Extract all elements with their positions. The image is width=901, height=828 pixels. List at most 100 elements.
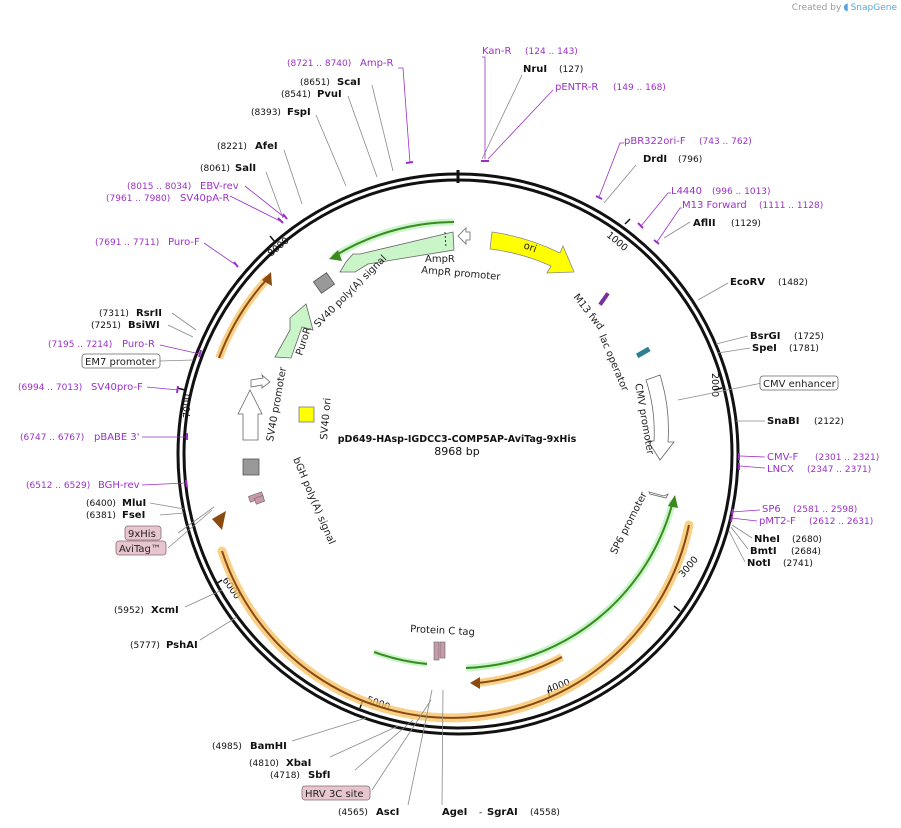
lac-operator-box: [635, 346, 651, 359]
site-xcmi-pos: (5952): [114, 606, 144, 616]
feature-label-bgh: bGH poly(A) signal: [290, 456, 337, 546]
site-snabi: SnaBI: [767, 416, 799, 427]
primer-amp-r-range: (8721 .. 8740): [287, 59, 351, 69]
primer-bgh-rev-range: (6512 .. 6529): [26, 481, 90, 491]
site-drdi-pos: (796): [678, 155, 702, 165]
primer-l4440-range: (996 .. 1013): [712, 187, 771, 197]
primer-kan-r: Kan-R: [482, 46, 511, 57]
em7-promoter-arrow: [250, 373, 271, 389]
cmv-promoter-arrow: [645, 374, 675, 461]
ori-arrow: [489, 231, 575, 274]
ampr-promoter-arrow: [457, 227, 471, 245]
site-pvui: PvuI: [317, 89, 342, 100]
primer-sv40pa-r: SV40pA-R: [180, 193, 229, 204]
site-nrui-pos: (127): [559, 65, 583, 75]
sp6-promoter-arrow: [648, 491, 669, 499]
feature-label-ampr-promoter: AmpR promoter: [421, 265, 502, 283]
site-asci: AscI: [376, 807, 399, 818]
site-fspi: FspI: [287, 107, 311, 118]
his-tag-label: 9xHis: [128, 529, 156, 540]
cmv-enhancer-label: CMV enhancer: [763, 379, 837, 390]
primer-puro-f: Puro-F: [168, 237, 200, 248]
m13-fwd-box: [598, 292, 610, 306]
primer-pbabe-3: pBABE 3': [94, 432, 140, 443]
primer-pbr322ori-f: pBR322ori-F: [624, 136, 686, 147]
site-bmti: BmtI: [750, 546, 777, 557]
site-ecorv-pos: (1482): [778, 278, 808, 288]
primer-puro-r: Puro-R: [122, 339, 155, 350]
site-bamhi: BamHI: [250, 741, 287, 752]
site-leaders: [149, 74, 765, 806]
ampr-arrow: [339, 231, 455, 273]
site-asci-pos: (4565): [338, 808, 368, 818]
primer-puro-f-range: (7691 .. 7711): [95, 238, 159, 248]
plasmid-name: pD649-HAsp-IGDCC3-COMP5AP-AviTag-9xHis: [338, 434, 577, 445]
primer-pmt2-f: pMT2-F: [759, 516, 796, 527]
site-rsrii-pos: (7311): [99, 309, 129, 319]
site-afei-pos: (8221): [217, 142, 247, 152]
site-rsrii: RsrII: [136, 308, 162, 319]
snapgene-credit: Created by ◖ SnapGene: [792, 2, 897, 13]
primer-bgh-rev: BGH-rev: [98, 480, 140, 491]
primer-pmt2-f-range: (2612 .. 2631): [809, 517, 873, 527]
primer-pentr-r: pENTR-R: [555, 82, 598, 93]
site-agei-dash: -: [479, 808, 482, 818]
site-scai-pos: (8651): [300, 78, 330, 88]
hrv-3c-site-label: HRV 3C site: [305, 789, 364, 800]
feature-label-ori: ori: [522, 240, 538, 255]
feature-label-sv40-promoter: SV40 promoter: [265, 365, 289, 442]
orange-features: [212, 272, 694, 723]
primer-sv40pro-f-range: (6994 .. 7013): [18, 383, 82, 393]
primer-sv40pro-f: SV40pro-F: [91, 382, 143, 393]
primer-sv40pa-r-range: (7961 .. 7980): [106, 194, 170, 204]
site-noti-pos: (2741): [783, 559, 813, 569]
credit-brand: SnapGene: [850, 2, 897, 13]
tick-label-2000: 2000: [709, 373, 720, 397]
site-spei-pos: (1781): [789, 344, 819, 354]
credit-prefix: Created by: [791, 2, 842, 13]
site-mlui: MluI: [122, 498, 146, 509]
site-nrui: NruI: [523, 64, 547, 75]
em7-promoter-label: EM7 promoter: [85, 357, 157, 368]
protein-c-box-2: [439, 641, 446, 659]
site-aflii-pos: (1129): [731, 219, 761, 229]
primer-ebv-rev-range: (8015 .. 8034): [127, 182, 191, 192]
primer-lncx: LNCX: [767, 464, 794, 475]
site-xcmi: XcmI: [151, 605, 179, 616]
primer-cmv-f-range: (2301 .. 2321): [815, 453, 879, 463]
primer-m13-forward-range: (1111 .. 1128): [759, 201, 823, 211]
feature-label-sv40-ori: SV40 ori: [319, 397, 334, 440]
site-sbfi-pos: (4718): [270, 771, 300, 781]
site-sali-pos: (8061): [200, 164, 230, 174]
primer-amp-r: Amp-R: [360, 58, 394, 69]
site-sali: SalI: [235, 163, 256, 174]
feature-label-m13-fwd: M13 fwd: [571, 292, 606, 332]
avitag-label: AviTag™: [119, 544, 161, 555]
bgh-polya-box: [242, 458, 260, 476]
primer-lncx-range: (2347 .. 2371): [807, 465, 871, 475]
site-ecorv: EcoRV: [730, 277, 765, 288]
plasmid-size: 8968 bp: [434, 445, 479, 458]
site-pvui-pos: (8541): [281, 90, 311, 100]
site-bamhi-pos: (4985): [212, 742, 242, 752]
site-bsrgi-pos: (1725): [794, 332, 824, 342]
site-afei: AfeI: [255, 141, 278, 152]
site-fsei: FseI: [122, 510, 145, 521]
feature-label-ampr: AmpR: [425, 254, 455, 265]
site-mlui-pos: (6400): [86, 499, 116, 509]
primer-m13-forward: M13 Forward: [682, 200, 747, 211]
feature-label-sp6-promoter: SP6 promoter: [609, 490, 650, 557]
site-bsiwi-pos: (7251): [91, 321, 121, 331]
feature-label-lac-operator: lac operator: [596, 333, 630, 394]
sv40-polya-box: [312, 272, 336, 294]
tick-label-1000: 1000: [604, 230, 630, 254]
site-bmti-pos: (2684): [791, 547, 821, 557]
primer-kan-r-range: (124 .. 143): [525, 47, 578, 57]
puror-arrow: [274, 303, 314, 359]
site-snabi-pos: (2122): [814, 417, 844, 427]
protein-c-box-1: [433, 641, 440, 661]
site-nhei-pos: (2680): [792, 535, 822, 545]
site-noti: NotI: [747, 558, 771, 569]
site-pshai-pos: (5777): [130, 641, 160, 651]
